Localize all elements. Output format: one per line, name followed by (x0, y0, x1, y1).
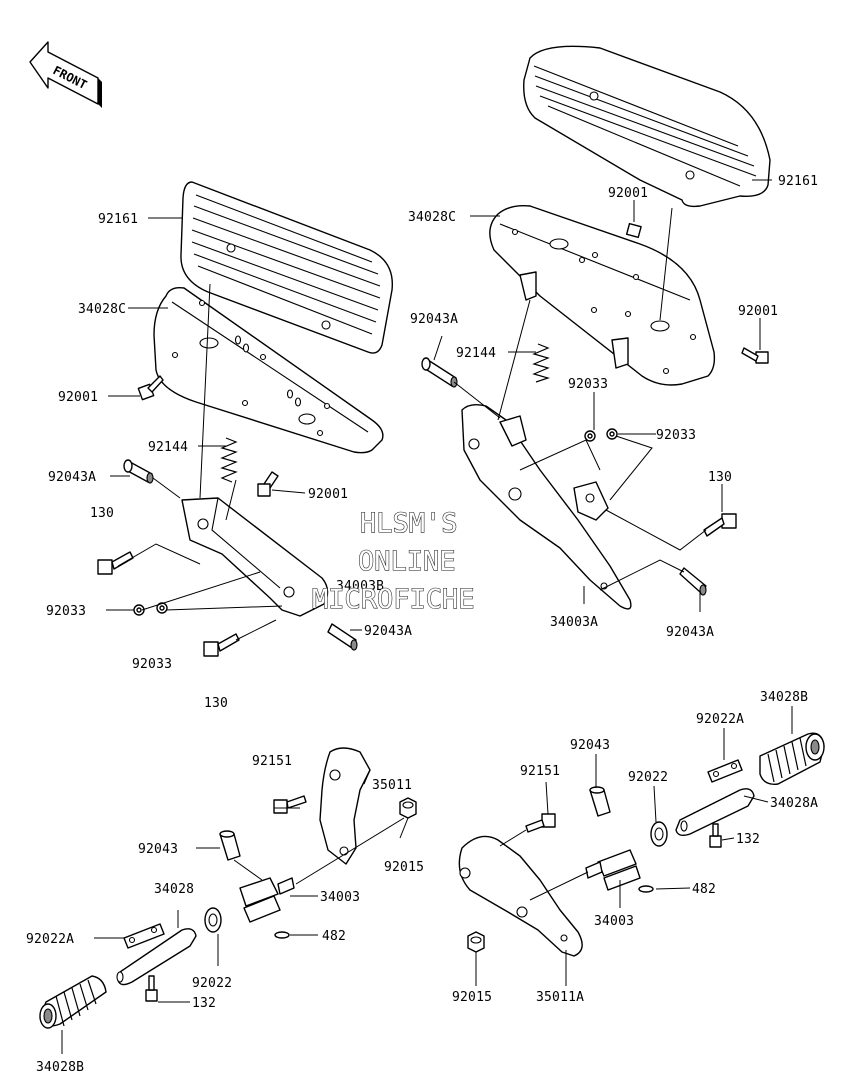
right-clevis-34003 (585, 849, 641, 891)
left-bolt-92001-upper (137, 375, 164, 401)
callout-92161-right: 92161 (778, 174, 818, 189)
callout-92022A-right: 92022A (696, 712, 744, 727)
callout-92001-right-b: 92001 (738, 304, 778, 319)
callout-92144-right: 92144 (456, 346, 496, 361)
watermark-line-1: HLSM'S (360, 508, 458, 539)
watermark-line-2: ONLINE (358, 546, 456, 577)
callout-92001-left-a: 92001 (58, 390, 98, 405)
left-bolt-92001-lower (257, 471, 279, 497)
callout-35011: 35011 (372, 778, 412, 793)
callout-92161-left: 92161 (98, 212, 138, 227)
watermark-line-3: MICROFICHE (312, 584, 475, 615)
left-bolt-132 (145, 975, 158, 1002)
callout-130-right: 130 (708, 470, 732, 485)
right-peg-arm-34028A (675, 788, 755, 837)
callout-34028A: 34028A (770, 796, 818, 811)
left-bolt-130-upper (97, 551, 134, 575)
right-assembly-leaders (433, 179, 772, 612)
callout-482-right: 482 (692, 882, 716, 897)
right-nut-92015 (467, 931, 485, 953)
right-bracket-35011A (458, 835, 583, 957)
callout-92015-left: 92015 (384, 860, 424, 875)
right-footpeg-leaders (475, 706, 793, 986)
left-pin-92043A-lower (327, 623, 358, 651)
watermark: HLSM'S ONLINE MICROFICHE (311, 507, 475, 615)
callout-92001-left-b: 92001 (308, 487, 348, 502)
callout-92033-right-a: 92033 (568, 377, 608, 392)
left-spring-92144 (220, 437, 238, 483)
callout-92043-left: 92043 (138, 842, 178, 857)
callout-34003-right: 34003 (594, 914, 634, 929)
right-floorboard-pad-92161 (523, 45, 771, 208)
left-floorboard-pad-92161 (180, 181, 394, 354)
right-bolt-92001-side (741, 347, 769, 364)
left-bracket-35011 (319, 747, 371, 865)
front-arrow-icon: FRONT (29, 41, 102, 108)
right-cotter-482 (638, 885, 654, 893)
callout-34028B-right: 34028B (760, 690, 808, 705)
right-washers-92033 (584, 428, 618, 442)
left-peg-arm-34028 (116, 928, 197, 986)
right-clip-92022A (707, 759, 743, 783)
callout-92001-right-a: 92001 (608, 186, 648, 201)
callout-92033-left-a: 92033 (46, 604, 86, 619)
right-spring-92144 (532, 343, 551, 383)
callout-132-right: 132 (736, 832, 760, 847)
left-bracket-34003B (181, 497, 329, 617)
left-washers-92033 (133, 602, 168, 616)
left-washer-92022 (204, 907, 222, 933)
left-bolt-130-lower (203, 633, 240, 657)
callout-92022-left: 92022 (192, 976, 232, 991)
callout-34028B-left: 34028B (36, 1060, 84, 1075)
left-pin-92043A-upper (123, 459, 154, 484)
left-footpeg-rubber-34028B (39, 975, 107, 1029)
callout-34028C-right: 34028C (408, 210, 456, 225)
callout-92151-left: 92151 (252, 754, 292, 769)
callout-130-left-a: 130 (90, 506, 114, 521)
left-footpeg-leaders (61, 769, 409, 1054)
left-pin-92043 (219, 830, 241, 861)
right-washer-92022 (650, 821, 668, 847)
callout-482-left: 482 (322, 929, 346, 944)
callout-92015-right: 92015 (452, 990, 492, 1005)
callout-labels: 92161 34028C 92001 92144 92043A 130 9203… (26, 174, 818, 1075)
right-bracket-34003A (461, 403, 632, 610)
left-nut-92015 (399, 797, 417, 819)
callout-34003A: 34003A (550, 615, 598, 630)
callout-92043A-left-b: 92043A (364, 624, 412, 639)
callout-92022-right: 92022 (628, 770, 668, 785)
right-bolt-130 (703, 513, 737, 537)
left-clip-92022A (123, 923, 165, 949)
right-bolt-92151 (525, 813, 556, 833)
callout-34028-left: 34028 (154, 882, 194, 897)
callout-35011A: 35011A (536, 990, 584, 1005)
callout-92151-right: 92151 (520, 764, 560, 779)
callout-92043-right: 92043 (570, 738, 610, 753)
callout-92144-left: 92144 (148, 440, 188, 455)
callout-130-left-b: 130 (204, 696, 228, 711)
callout-92022A-left: 92022A (26, 932, 74, 947)
callout-92043A-right-a: 92043A (410, 312, 458, 327)
callout-92033-left-b: 92033 (132, 657, 172, 672)
right-floorboard-plate-34028C (489, 204, 716, 386)
callout-34028C-left: 34028C (78, 302, 126, 317)
callout-92043A-left-a: 92043A (48, 470, 96, 485)
callout-92033-right-b: 92033 (656, 428, 696, 443)
callout-34003-left: 34003 (320, 890, 360, 905)
left-assembly-leaders (106, 217, 362, 641)
left-bolt-92151 (273, 795, 307, 814)
right-bolt-132 (709, 823, 722, 848)
right-footpeg-rubber-34028B (759, 732, 825, 785)
right-pin-92043 (589, 786, 611, 817)
left-floorboard-plate-34028C (153, 286, 384, 454)
callout-132-left: 132 (192, 996, 216, 1011)
callout-34003B: 34003B (336, 579, 384, 594)
callout-92043A-right-b: 92043A (666, 625, 714, 640)
right-bolt-92001-upper (625, 222, 642, 239)
left-clevis-34003 (239, 877, 295, 923)
right-pin-92043A-upper (421, 357, 458, 388)
left-cotter-482 (274, 931, 290, 939)
